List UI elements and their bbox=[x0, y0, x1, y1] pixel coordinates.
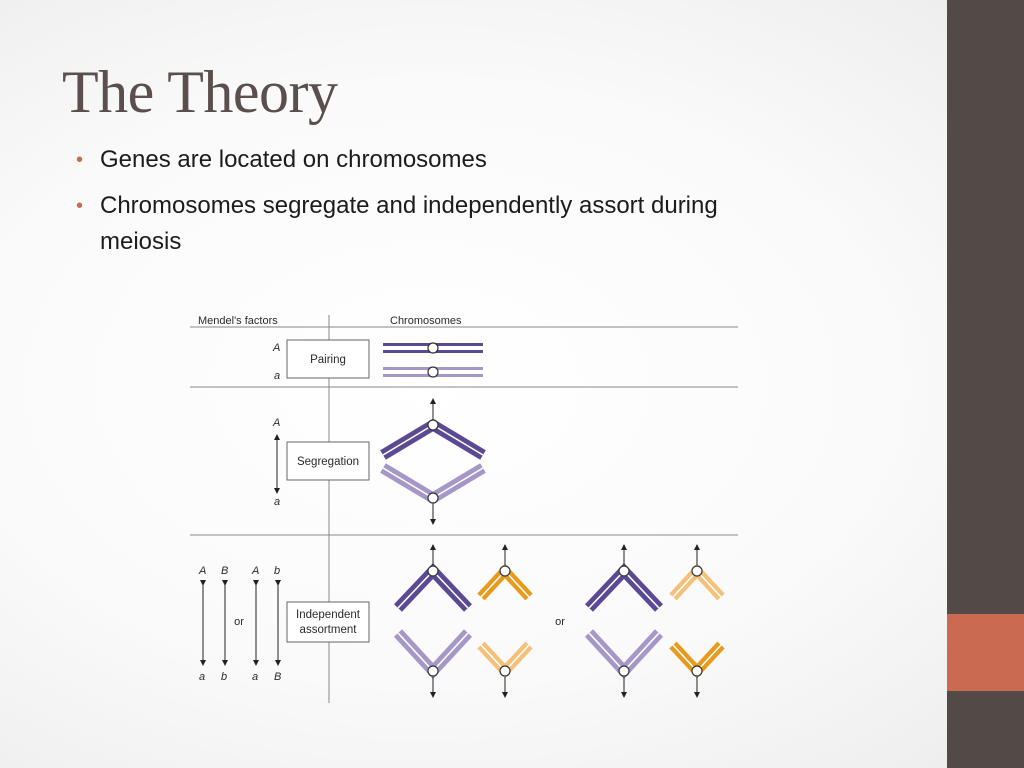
factor-label: b bbox=[221, 671, 227, 683]
centromere bbox=[427, 565, 439, 577]
diagram-grid-lines bbox=[190, 315, 738, 703]
factor-label: a bbox=[274, 496, 280, 508]
segregation-row: A a Segregation bbox=[272, 398, 486, 525]
centromere bbox=[427, 665, 439, 677]
bullet-list: • Genes are located on chromosomes • Chr… bbox=[76, 142, 796, 270]
bullet-dot-icon: • bbox=[76, 195, 84, 217]
centromere bbox=[618, 665, 630, 677]
or-label: or bbox=[555, 616, 565, 628]
pairing-box bbox=[286, 339, 370, 379]
bullet-dot-icon: • bbox=[76, 149, 84, 171]
centromere bbox=[427, 419, 439, 431]
bullet-item: • Genes are located on chromosomes bbox=[76, 142, 796, 178]
pairing-label: Pairing bbox=[310, 354, 346, 366]
or-label: or bbox=[234, 616, 244, 628]
centromere bbox=[618, 565, 630, 577]
independent-label-line1: Independent bbox=[296, 609, 361, 621]
centromere bbox=[427, 342, 439, 354]
centromere bbox=[499, 565, 511, 577]
independent-assortment-row: A B A b or a b a B Independent assortmen… bbox=[198, 544, 725, 698]
centromere bbox=[691, 665, 703, 677]
factor-label: A bbox=[251, 565, 259, 577]
factor-label: A bbox=[198, 565, 206, 577]
bullet-text: Genes are located on chromosomes bbox=[100, 146, 487, 173]
factor-label: A bbox=[272, 342, 280, 354]
centromere bbox=[499, 665, 511, 677]
header-mendels-factors: Mendel's factors bbox=[198, 315, 278, 327]
factor-label: B bbox=[274, 671, 281, 683]
factor-label: a bbox=[274, 370, 280, 382]
segregation-label: Segregation bbox=[297, 456, 359, 468]
header-chromosomes: Chromosomes bbox=[390, 315, 462, 327]
factor-label: b bbox=[274, 565, 280, 577]
independent-label-line2: assortment bbox=[300, 624, 358, 636]
pairing-row: A a Pairing bbox=[272, 339, 483, 382]
bullet-text: Chromosomes segregate and independently … bbox=[100, 192, 718, 255]
slide-title: The Theory bbox=[62, 59, 338, 125]
bullet-item: • Chromosomes segregate and independentl… bbox=[76, 188, 796, 260]
centromere bbox=[427, 366, 439, 378]
factor-label: B bbox=[221, 565, 228, 577]
factor-label: A bbox=[272, 417, 280, 429]
segregation-box bbox=[286, 441, 370, 481]
centromere bbox=[691, 565, 703, 577]
sidebar-accent-block bbox=[947, 614, 1024, 691]
factor-label: a bbox=[199, 671, 205, 683]
factor-label: a bbox=[252, 671, 258, 683]
independent-assortment-box bbox=[286, 601, 370, 643]
mendel-chromosome-diagram: Mendel's factors Chromosomes A a Pairing… bbox=[190, 315, 738, 703]
centromere bbox=[427, 492, 439, 504]
